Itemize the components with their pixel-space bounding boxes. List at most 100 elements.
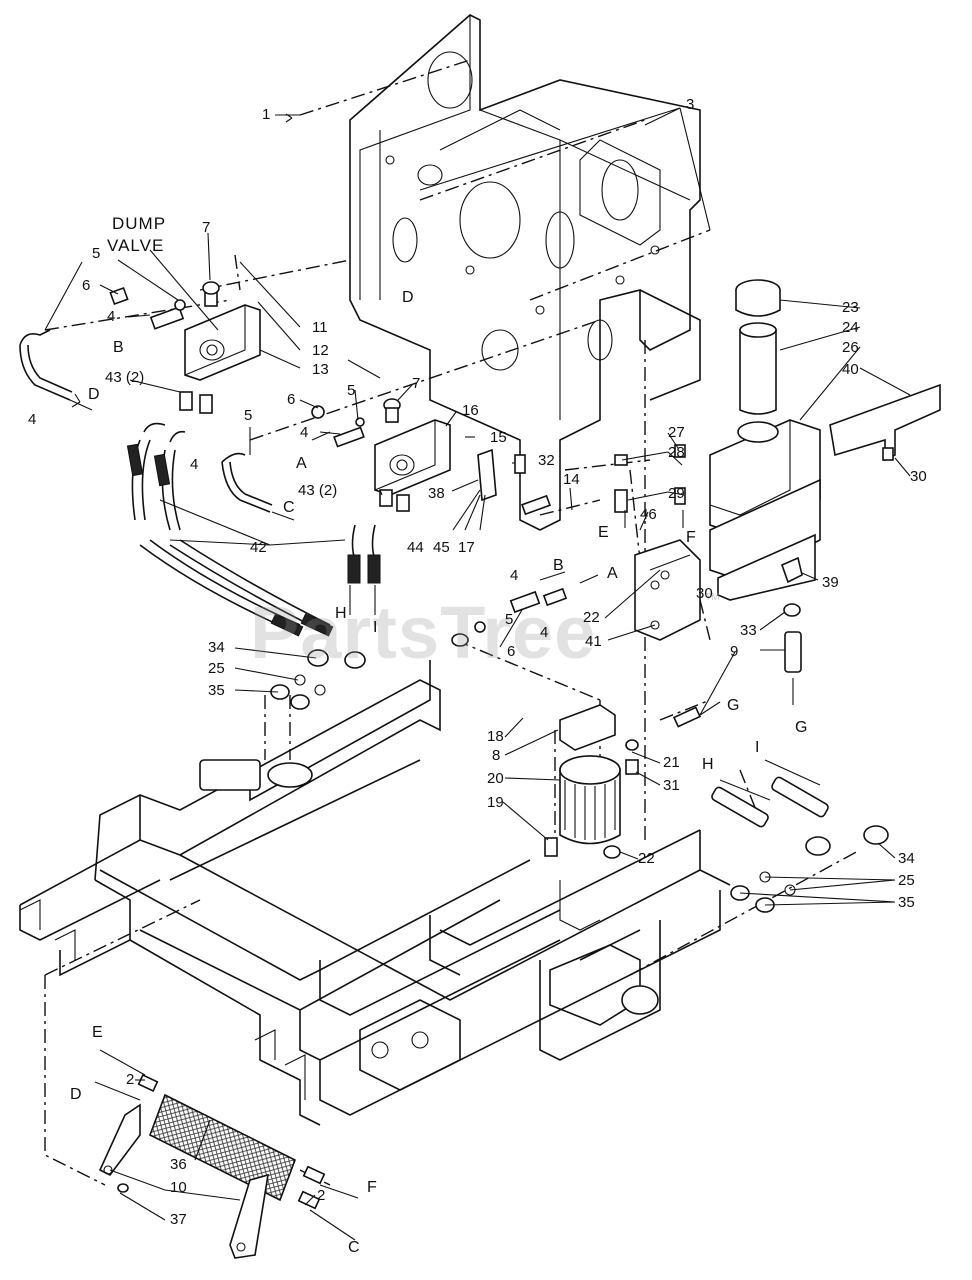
callout-34b: 34 <box>898 850 915 867</box>
callout-32: 32 <box>538 452 555 469</box>
callout-g-center: G <box>727 697 740 714</box>
callout-24: 24 <box>842 319 859 336</box>
callout-4c: 4 <box>300 424 309 441</box>
callout-13: 13 <box>312 361 329 378</box>
callout-43b: 43 (2) <box>298 482 338 499</box>
callout-35a: 35 <box>208 682 225 699</box>
callout-22b: 22 <box>638 850 655 867</box>
callout-4d: 4 <box>190 456 199 473</box>
oil-cooler <box>98 1074 326 1259</box>
callout-g-right: G <box>795 719 808 736</box>
callout-30a: 30 <box>910 468 927 485</box>
callout-7b: 7 <box>412 375 421 392</box>
callout-21: 21 <box>663 754 680 771</box>
callout-41: 41 <box>585 633 602 650</box>
callout-c-bottom: C <box>348 1239 360 1256</box>
callout-19: 19 <box>487 794 504 811</box>
callout-46: 46 <box>640 506 657 523</box>
callout-4b: 4 <box>28 411 37 428</box>
callout-f-right: F <box>686 529 696 546</box>
callout-39: 39 <box>822 574 839 591</box>
callout-40: 40 <box>842 361 859 378</box>
callout-36: 36 <box>170 1156 187 1173</box>
dump-valve-assembly <box>19 281 261 414</box>
mounting-bracket <box>349 14 701 531</box>
caption-valve: VALVE <box>107 236 165 255</box>
callout-c-center: C <box>283 499 295 516</box>
callout-a-left: A <box>296 455 307 472</box>
callout-42: 42 <box>250 539 267 556</box>
callout-27: 27 <box>668 424 685 441</box>
callout-e-right: E <box>598 524 609 541</box>
callout-37: 37 <box>170 1211 187 1228</box>
callout-10: 10 <box>170 1179 187 1196</box>
callout-38: 38 <box>428 485 445 502</box>
arrow-heads <box>69 113 821 1241</box>
callout-5c-top: 5 <box>244 407 253 424</box>
watermark: PartsTree <box>250 591 597 674</box>
callout-9: 9 <box>730 643 739 660</box>
callout-7a: 7 <box>202 219 211 236</box>
callout-44: 44 <box>407 539 424 556</box>
callout-4f: 4 <box>540 624 549 641</box>
callout-29: 29 <box>668 485 685 502</box>
callout-20: 20 <box>487 770 504 787</box>
callout-a-center: A <box>607 565 618 582</box>
callout-15: 15 <box>490 429 507 446</box>
callout-25a: 25 <box>208 660 225 677</box>
callout-b-top: B <box>113 339 124 356</box>
control-valve <box>221 398 526 513</box>
watermark-tm: TM <box>705 592 720 603</box>
callout-6c: 6 <box>507 643 516 660</box>
chassis-frame <box>19 660 731 1126</box>
callout-6b: 6 <box>287 391 296 408</box>
callout-1: 1 <box>262 106 271 123</box>
callout-34a: 34 <box>208 639 225 656</box>
callout-28: 28 <box>668 444 685 461</box>
callout-30b: 30 <box>696 585 713 602</box>
callout-6a: 6 <box>82 277 91 294</box>
callout-d-left: D <box>88 386 100 403</box>
callout-i-left: I <box>373 619 378 636</box>
callout-43a: 43 (2) <box>105 369 145 386</box>
hydraulic-hoses <box>126 422 381 637</box>
callout-e-bottom: E <box>92 1024 103 1041</box>
callout-16: 16 <box>462 402 479 419</box>
callout-35b: 35 <box>898 894 915 911</box>
callout-5c: 5 <box>505 611 514 628</box>
callout-12: 12 <box>312 342 329 359</box>
leader-lines <box>44 107 911 1221</box>
callout-b-center: B <box>553 557 564 574</box>
caption-dump: DUMP <box>112 214 167 233</box>
callout-17: 17 <box>458 539 475 556</box>
hydraulic-reservoir <box>614 279 941 673</box>
callout-26: 26 <box>842 339 859 356</box>
callout-d-bottom: D <box>70 1086 82 1103</box>
callout-33: 33 <box>740 622 757 639</box>
callout-11: 11 <box>312 319 328 336</box>
callout-45: 45 <box>433 539 450 556</box>
callout-14: 14 <box>563 471 580 488</box>
callout-h-right: H <box>702 756 714 773</box>
callout-h-left: H <box>335 605 347 622</box>
filter-bracket <box>451 494 702 859</box>
callout-18: 18 <box>487 728 504 745</box>
callout-8: 8 <box>492 747 501 764</box>
hose-fittings-left <box>270 649 366 710</box>
callout-5a: 5 <box>92 245 101 262</box>
callout-f-bottom: F <box>367 1179 377 1196</box>
callout-22a: 22 <box>583 609 600 626</box>
callout-4a: 4 <box>107 308 116 325</box>
callout-23: 23 <box>842 299 859 316</box>
callout-25b: 25 <box>898 872 915 889</box>
callout-3: 3 <box>686 96 695 113</box>
callout-i-right: I <box>755 739 760 756</box>
callout-31: 31 <box>663 777 680 794</box>
callout-4e: 4 <box>510 567 519 584</box>
callout-2a: 2 <box>126 1071 135 1088</box>
callout-d-center: D <box>402 289 414 306</box>
callout-5b: 5 <box>347 382 356 399</box>
hoses-lower-right <box>711 776 889 913</box>
callout-2b: 2 <box>317 1187 326 1204</box>
